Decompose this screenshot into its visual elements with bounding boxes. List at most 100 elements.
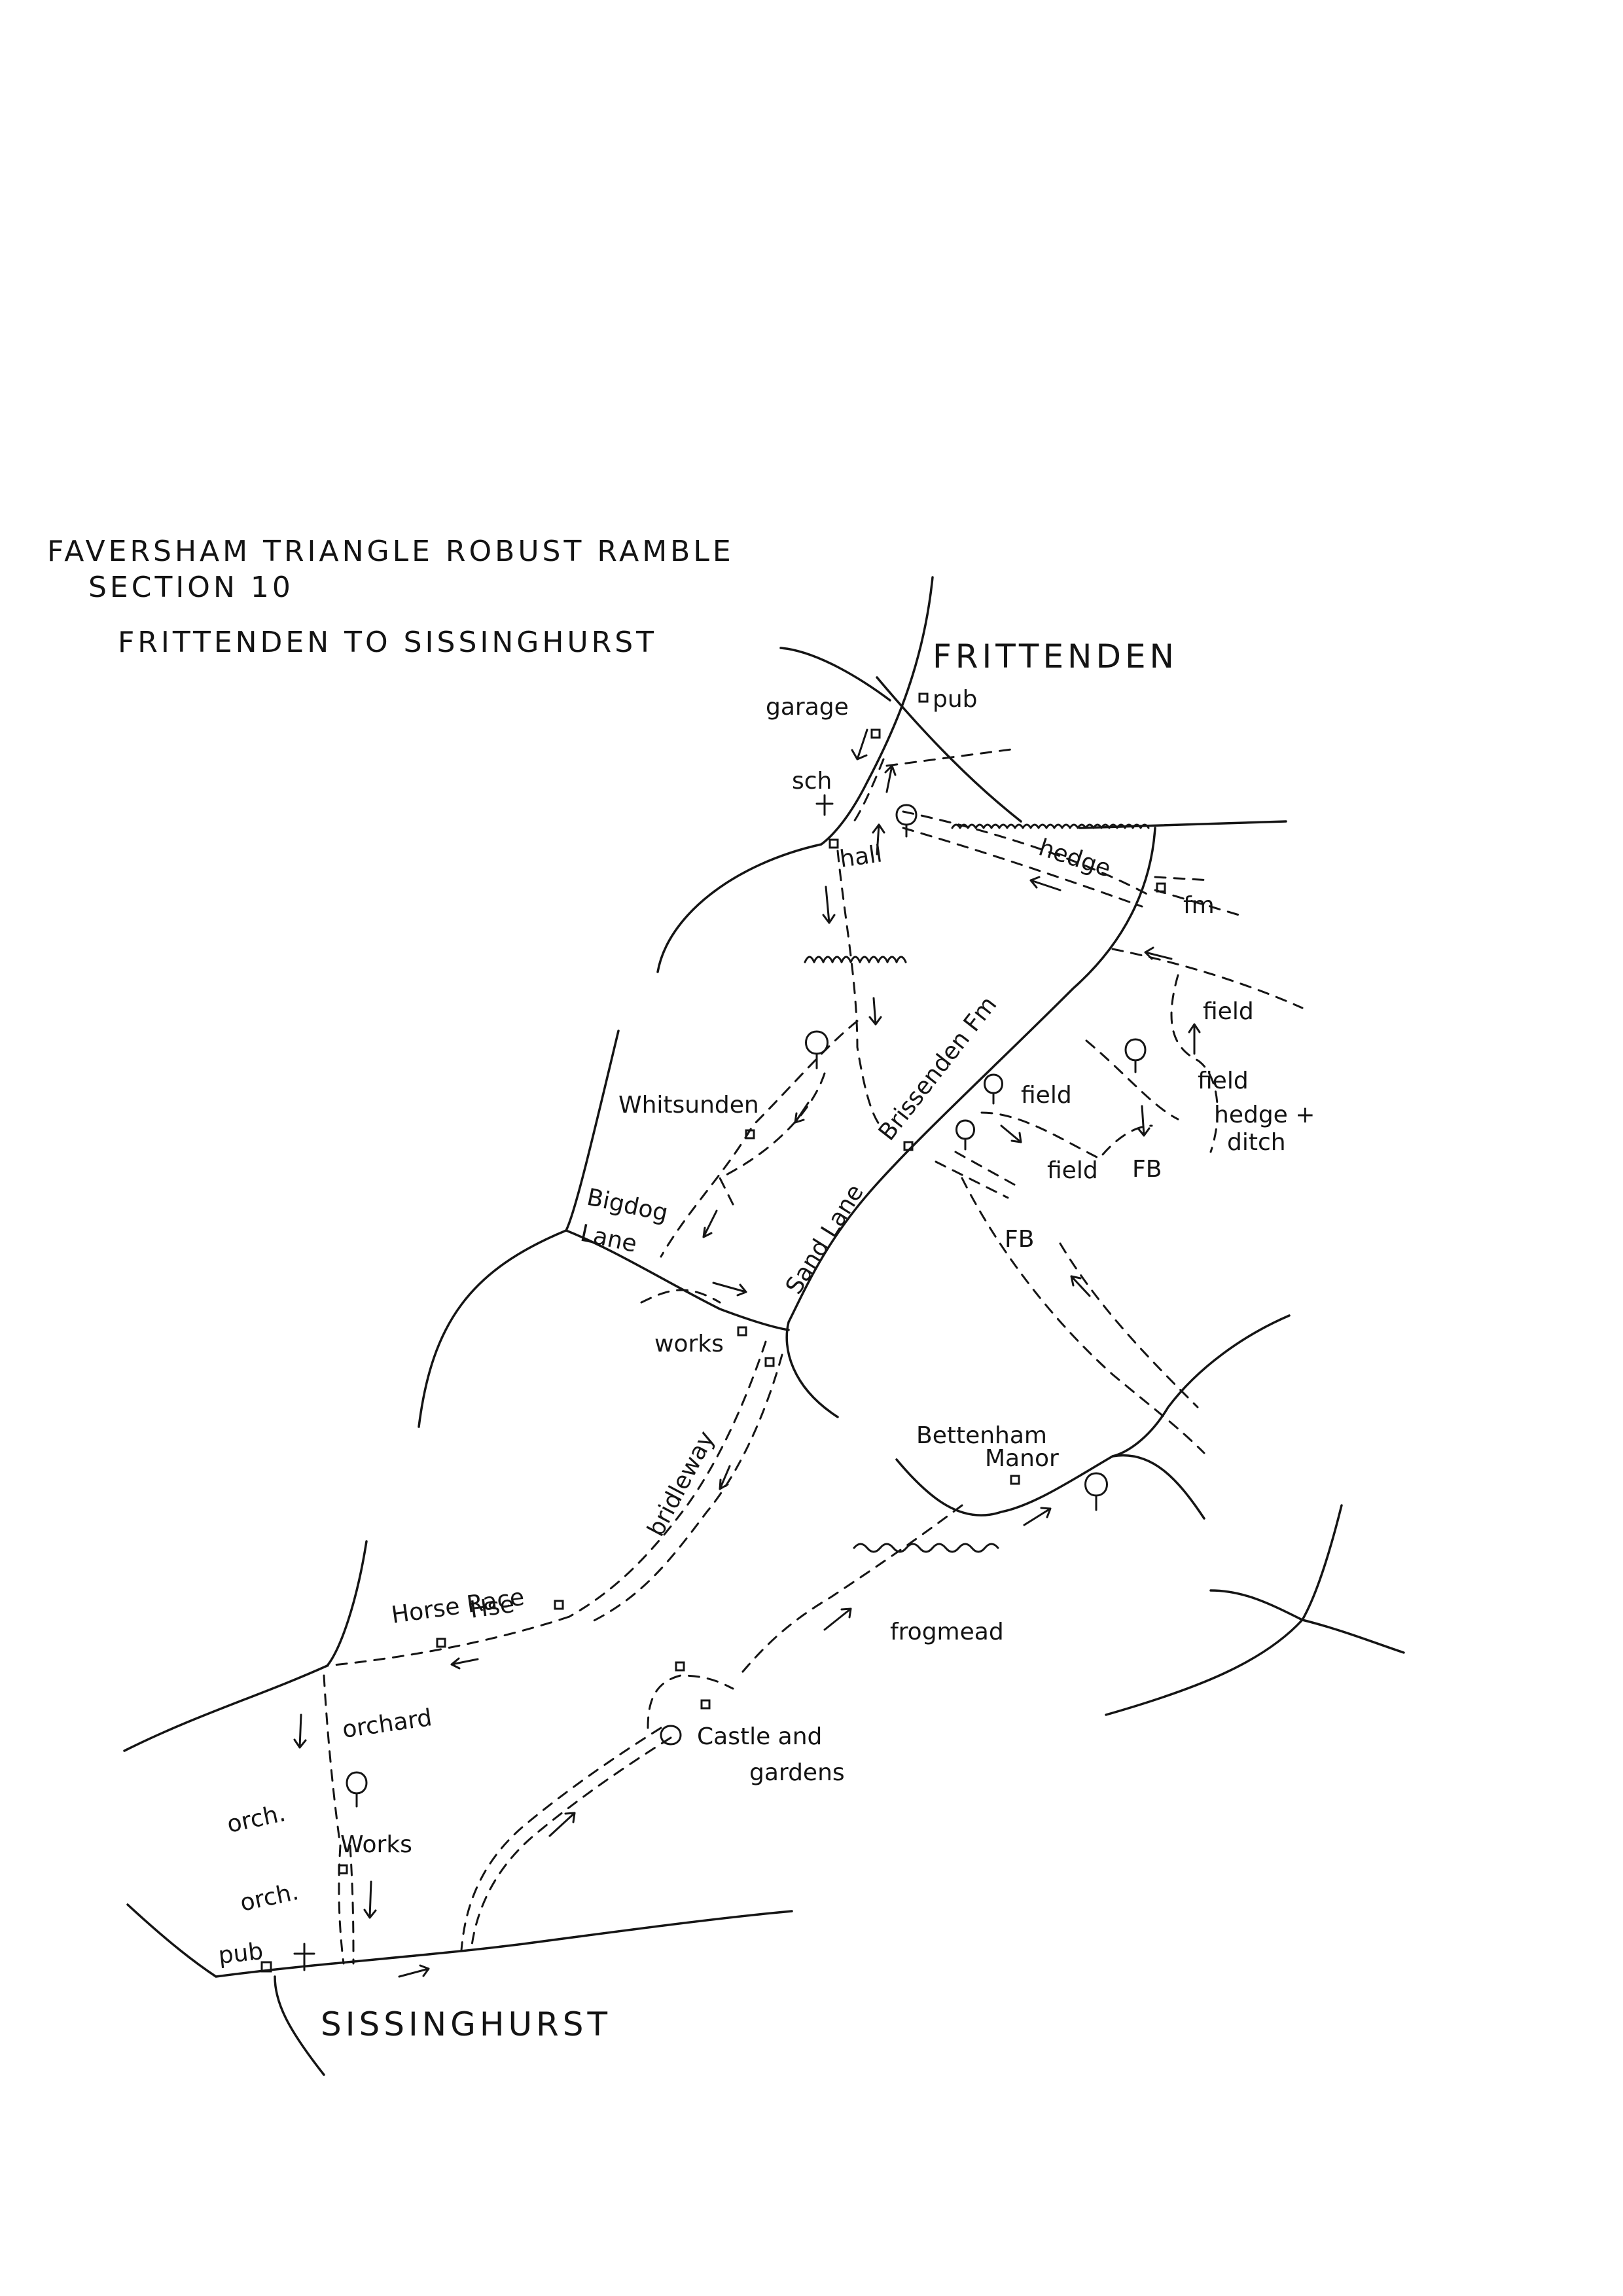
label-works-north: works [654, 1331, 724, 1357]
label-hedge-ditch-2: ditch [1227, 1129, 1286, 1156]
pub-building [918, 692, 929, 703]
direction-arrows [293, 728, 1201, 1978]
arrow-down-icon [822, 886, 836, 924]
church-cross-icon [293, 1943, 315, 1971]
road-bigdog-lane [565, 1229, 790, 1331]
path-hedge-south [902, 827, 1143, 908]
road-west-orchard [123, 1540, 368, 1752]
castle-building [700, 1699, 711, 1710]
road-east-junction-a [1209, 1504, 1343, 1621]
label-hedge-top: hedge [1035, 834, 1114, 883]
label-bettenham-manor: Manor [985, 1445, 1059, 1472]
path-hall-south [836, 850, 882, 1127]
feature-labels: garage pub sch hall hedge fm field field… [217, 686, 1315, 1969]
tree-icon [805, 1030, 829, 1069]
tree-icon [895, 804, 918, 838]
section-route: FRITTENDEN TO SISSINGHURST [118, 626, 657, 659]
buildings [260, 692, 1166, 1973]
path-castle-south-a [460, 1727, 662, 1952]
brissenden-building [903, 1141, 914, 1151]
map-title: FAVERSHAM TRIANGLE ROBUST RAMBLE [47, 535, 734, 568]
arrow-up-right-icon [823, 1607, 852, 1631]
garage-building [870, 728, 881, 739]
frogmead-stream-symbol [853, 1543, 999, 1553]
label-orchard: orchard [341, 1704, 434, 1744]
road-east-junction-b [1105, 1619, 1304, 1716]
path-orchard-south-2 [349, 1844, 355, 1965]
path-bigdog-cross [640, 1289, 721, 1304]
path-field-east [1170, 974, 1219, 1153]
arrow-down-icon [293, 1713, 307, 1749]
works-south-building [338, 1864, 348, 1874]
hall-building [829, 838, 839, 849]
road-sissinghurst-south [274, 1975, 325, 2076]
path-castle-north [738, 1504, 963, 1677]
map-title-block: FAVERSHAM TRIANGLE ROBUST RAMBLE SECTION… [47, 535, 734, 659]
label-bettenham: Bettenham [916, 1422, 1047, 1449]
horserace-building [554, 1600, 564, 1610]
path-field-north [1111, 948, 1304, 1009]
path-bridleway-b [588, 1354, 783, 1624]
path-field-fb-2 [935, 1160, 1009, 1199]
label-orch-upper: orch. [224, 1800, 288, 1839]
arrow-up-right-icon [1023, 1507, 1052, 1526]
label-fb-east: FB [1132, 1156, 1162, 1183]
arrow-down-icon [868, 997, 882, 1026]
tree-icon [955, 1119, 975, 1151]
path-field-middle [1085, 1039, 1179, 1121]
church-cross-icon [815, 794, 834, 816]
label-field-east: field [1203, 998, 1254, 1025]
road-frittenden-east [876, 676, 1022, 823]
place-frittenden: FRITTENDEN [933, 637, 1178, 675]
roads [123, 576, 1405, 2076]
arrow-down-icon [1137, 1105, 1150, 1137]
path-fm-east-2 [1154, 889, 1245, 918]
path-fb-south [961, 1177, 1205, 1454]
label-sch: sch [792, 768, 832, 795]
arrow-down-icon [851, 728, 868, 761]
label-brissenden: Brissenden Fm [874, 992, 1003, 1146]
path-garage-branch [885, 748, 1012, 767]
arrow-left-icon [1144, 946, 1173, 960]
arrow-down-left-icon [702, 1210, 718, 1238]
road-brissenden-lane [785, 827, 1156, 1418]
road-sissinghurst-main [126, 1903, 793, 1978]
section-number: SECTION 10 [88, 571, 294, 604]
arrow-up-left-icon [1070, 1275, 1091, 1297]
place-sissinghurst: SISSINGHURST [321, 2005, 611, 2043]
road-east-junction-c [1301, 1619, 1405, 1654]
label-field-south: field [1047, 1157, 1098, 1184]
hedges-and-trees [346, 804, 1150, 1808]
hedge-top-symbol [951, 823, 1150, 829]
arrow-up-icon [1188, 1023, 1201, 1055]
castle-building [675, 1661, 685, 1672]
label-whitsunden: Whitsunden [618, 1092, 759, 1119]
tree-icon [346, 1771, 368, 1808]
label-pub-north: pub [933, 686, 978, 713]
label-bigdog: Bigdog [584, 1184, 670, 1227]
bettenham-building [1010, 1475, 1020, 1485]
road-frittenden-main [656, 576, 934, 973]
label-frogmead: frogmead [890, 1619, 1004, 1645]
path-castle-south-b [470, 1736, 672, 1952]
label-orch-lower: orch. [238, 1878, 301, 1917]
path-field-fb [954, 1151, 1016, 1186]
label-castle: Castle and [697, 1723, 822, 1750]
road-bettenham [895, 1314, 1291, 1516]
label-horse-race-hse: Hse [469, 1591, 516, 1624]
path-whitsunden-loop [718, 1072, 826, 1206]
horserace-building [436, 1638, 446, 1648]
label-hedge-ditch: hedge + [1214, 1102, 1315, 1128]
path-horserace-west [326, 1615, 571, 1667]
arrow-left-icon [1029, 876, 1061, 891]
arrow-right-icon [398, 1964, 430, 1978]
works-building [737, 1326, 747, 1336]
tree-icon [1084, 1472, 1108, 1511]
label-garage: garage [766, 694, 849, 721]
arrow-down-icon [363, 1880, 377, 1919]
label-castle-gardens: gardens [749, 1759, 845, 1786]
label-field-middle: field [1021, 1082, 1072, 1109]
tree-icon [660, 1725, 682, 1746]
arrow-up-right-icon [548, 1812, 576, 1837]
